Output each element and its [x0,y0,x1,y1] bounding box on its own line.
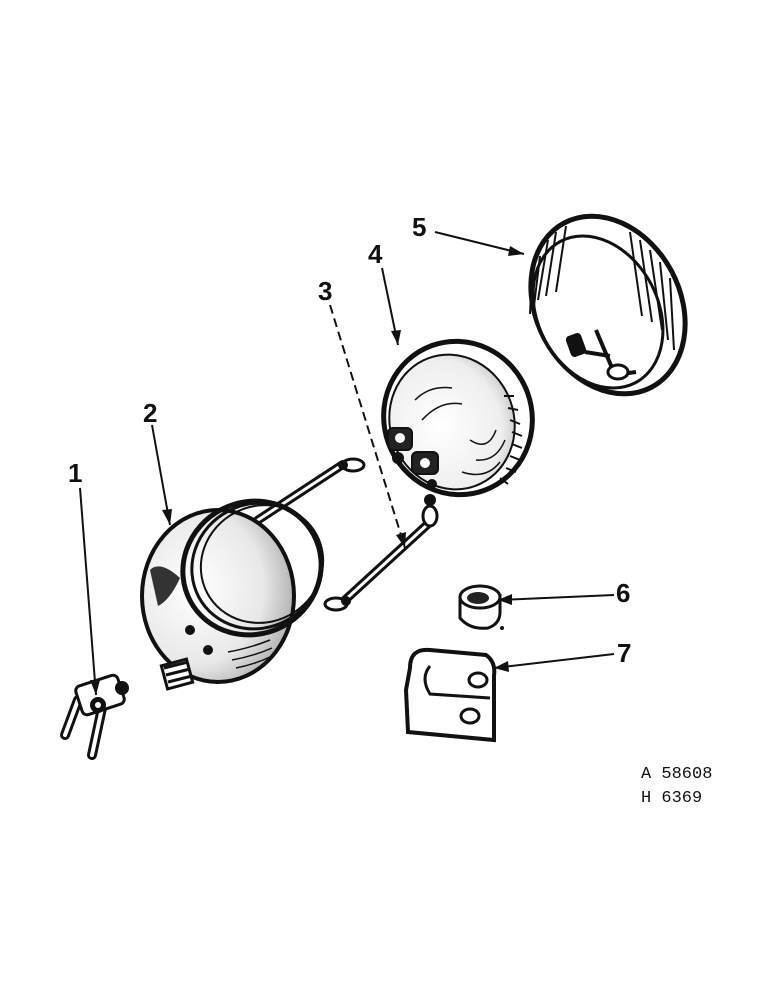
mounting-stud [159,657,195,691]
u-bracket-part [403,647,497,743]
leader-6 [497,594,615,601]
reference-code-a: A 58608 [641,765,712,784]
leader-lines [79,231,615,696]
leader-3 [329,304,406,549]
spacer-part [458,584,504,630]
leader-7 [493,653,615,669]
reference-code-h: H 6369 [641,789,702,808]
retaining-ring-part [528,213,688,397]
leader-1 [79,487,97,696]
leader-2 [151,424,171,526]
callout-3: 3 [318,276,332,306]
callout-6: 6 [616,578,630,608]
sealed-beam-lens-part [381,338,535,498]
reference-codes: A 58608 H 6369 [641,765,712,808]
lamp-terminals [387,427,439,475]
callout-2: 2 [143,398,157,428]
wire-harness-part [253,457,439,612]
callout-5: 5 [412,212,426,242]
callout-1: 1 [68,458,82,488]
callout-4: 4 [368,239,383,269]
headlight-housing-part [140,498,325,691]
callout-labels: 1 2 3 4 5 6 7 [68,212,631,668]
callout-7: 7 [617,638,631,668]
